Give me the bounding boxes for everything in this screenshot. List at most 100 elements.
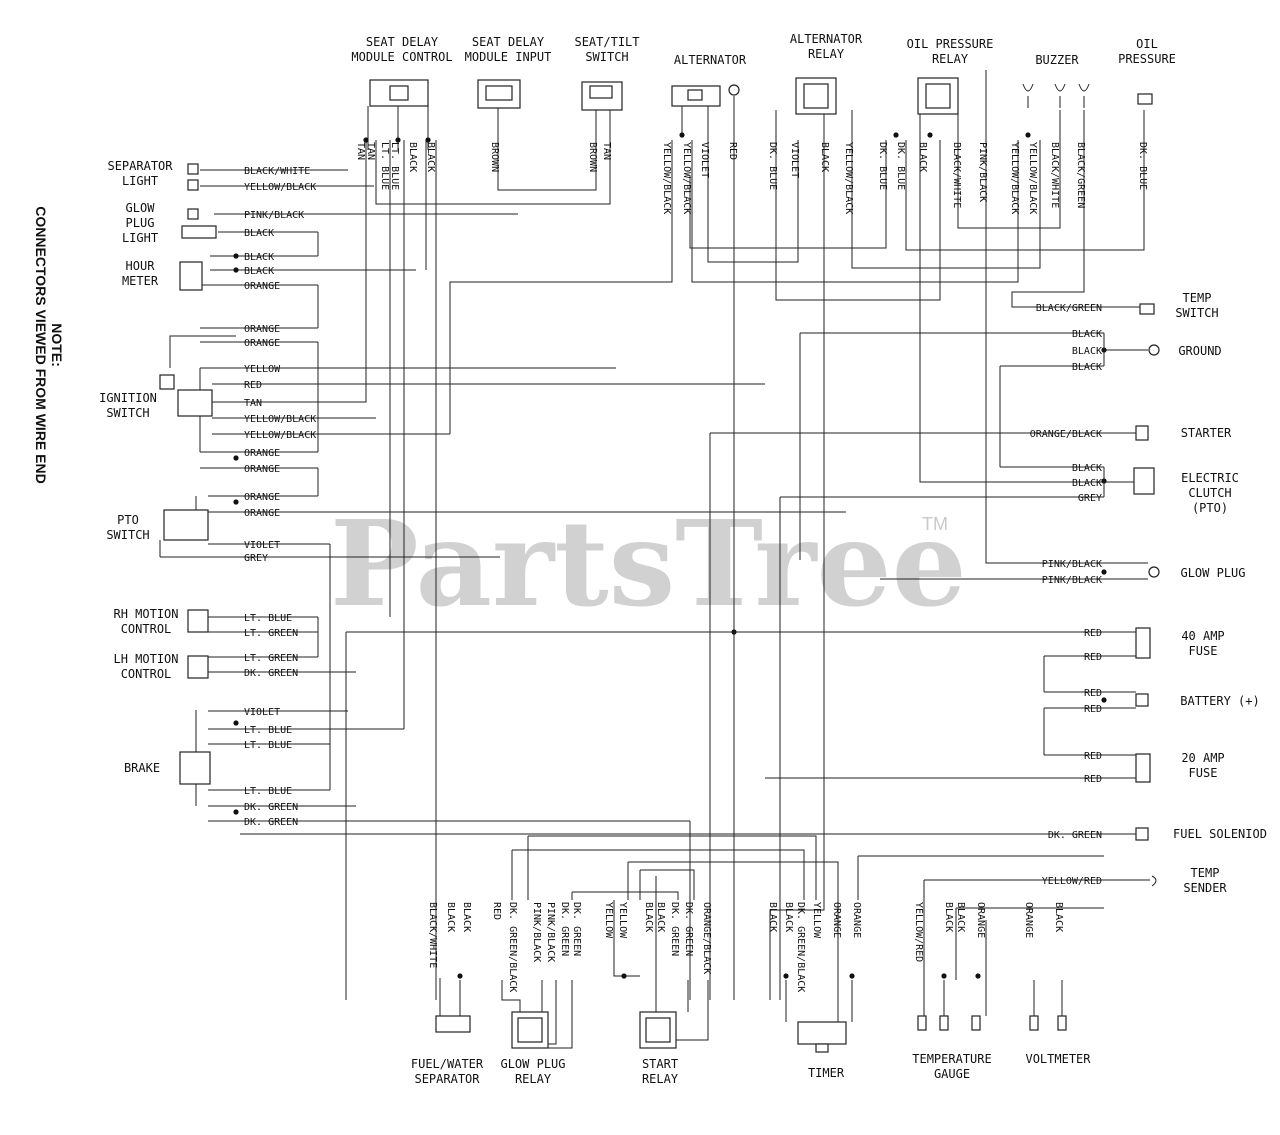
fuse-20-holder (1135, 753, 1151, 783)
ignition-switch-label: SWITCH (106, 406, 149, 420)
alternator-terminal (728, 84, 740, 96)
separator-light-connector (187, 163, 199, 175)
oil-pressure-label: OIL (1136, 37, 1158, 51)
fuse-40-holder (1135, 627, 1151, 659)
seat-tilt-switch-label: SWITCH (585, 50, 628, 64)
timer-tab (815, 1043, 829, 1053)
ground-label: GROUND (1178, 344, 1221, 358)
wire-label-top: YELLOW/BLACK (843, 142, 854, 214)
gauge-terminal (939, 1015, 949, 1031)
wire-label-top: LT. BLUE (379, 142, 390, 190)
glow-plug-terminal (1148, 566, 1160, 578)
wire-layer (159, 70, 1148, 1049)
wire-label-left: ORANGE (244, 324, 280, 335)
wire-label-top: BLACK/WHITE (1049, 142, 1060, 208)
wire-label-left: TAN (244, 398, 262, 409)
pto-switch-label: PTO (117, 513, 139, 527)
buzzer-label: BUZZER (1035, 53, 1079, 67)
splice-dot (975, 973, 981, 979)
connector-layer (159, 77, 1160, 1053)
wire-label-right: BLACK (1072, 478, 1102, 489)
wire (676, 980, 709, 1041)
ignition-switch-label: IGNITION (99, 391, 157, 405)
wire-label-right: RED (1084, 688, 1102, 699)
wire (851, 110, 1041, 269)
seat-delay-input-connector (477, 79, 521, 109)
wire-label-bottom: BLACK (655, 902, 666, 932)
lh-motion-control-label: LH MOTION (113, 652, 178, 666)
wire-label-left: LT. BLUE (244, 740, 292, 751)
wire-label-right: GREY (1078, 493, 1102, 504)
wire-label-top: BLACK (425, 142, 436, 172)
splice-dot (1025, 132, 1031, 138)
wire-label-left: DK. GREEN (244, 817, 298, 828)
wire-label-top: DK. BLUE (767, 142, 778, 190)
wire (707, 106, 799, 263)
wire-label-bottom: BLACK (955, 902, 966, 932)
lh-motion-control-label: CONTROL (121, 667, 172, 681)
wire-label-bottom: RED (491, 902, 502, 920)
wire-label-left: ORANGE (244, 508, 280, 519)
wire-label-top: TAN (365, 142, 376, 160)
wire (572, 891, 679, 900)
wire-label-right: RED (1084, 751, 1102, 762)
wire-label-left: ORANGE (244, 464, 280, 475)
buzzer-terminal (1022, 83, 1034, 92)
wire-label-left: BLACK/WHITE (244, 166, 310, 177)
wire-label-top: VIOLET (699, 142, 710, 178)
start-relay-pins (645, 1017, 671, 1043)
wire-label-right: ORANGE/BLACK (1030, 429, 1102, 440)
splice-dot (233, 720, 239, 726)
starter-connector (1135, 425, 1149, 441)
wire (689, 140, 887, 249)
splice-dot (1101, 697, 1107, 703)
splice-dot (783, 973, 789, 979)
wire-label-top: TAN (601, 142, 612, 160)
fuel-solenoid-connector (1135, 827, 1149, 841)
wire-label-left: BLACK (244, 252, 274, 263)
splice-dot (457, 973, 463, 979)
buzzer-terminal (1078, 83, 1090, 92)
seat-delay-input-plug (485, 85, 513, 101)
timer-label: TIMER (808, 1066, 845, 1080)
wire-label-left: ORANGE (244, 338, 280, 349)
wire-label-left: YELLOW/BLACK (244, 430, 316, 441)
glow-plug-light-connector (187, 208, 199, 220)
splice-dot (363, 137, 369, 143)
oil-pressure-relay-label: RELAY (932, 52, 969, 66)
wire-label-right: RED (1084, 774, 1102, 785)
wire-label-left: RED (244, 380, 262, 391)
wire-label-top: BROWN (489, 142, 500, 172)
wire-label-bottom: ORANGE (851, 902, 862, 938)
wire-label-top: RED (727, 142, 738, 160)
wire-label-left: ORANGE (244, 492, 280, 503)
wire (362, 175, 367, 403)
wire-label-bottom: BLACK (445, 902, 456, 932)
splice-dot (621, 973, 627, 979)
ground-terminal (1148, 344, 1160, 356)
note-title: NOTE: (49, 323, 65, 367)
glow-plug-light-label: LIGHT (122, 231, 158, 245)
fuel-solenoid-label: FUEL SOLENIOD (1173, 827, 1267, 841)
ignition-switch-connector (177, 389, 213, 417)
temperature-gauge-label: GAUGE (934, 1067, 970, 1081)
wire-label-left: LT. BLUE (244, 786, 292, 797)
pto-switch-connector (163, 509, 209, 541)
watermark-brand: PartsTree (330, 494, 967, 633)
timer-connector (797, 1021, 847, 1045)
wire-label-bottom: DK. GREEN (683, 902, 694, 956)
wire (985, 70, 1104, 564)
wire (528, 835, 817, 900)
splice-dot (233, 455, 239, 461)
wire-label-top: VIOLET (789, 142, 800, 178)
note-text: CONNECTORS VIEWED FROM WIRE END (33, 206, 49, 483)
oil-pressure-connector (1137, 93, 1153, 105)
wire-label-right: PINK/BLACK (1042, 559, 1102, 570)
fuel-water-separator-label: FUEL/WATER (411, 1057, 484, 1071)
wire-label-right: RED (1084, 652, 1102, 663)
battery-label: BATTERY (+) (1180, 694, 1259, 708)
watermark-tm: TM (922, 514, 948, 534)
temp-switch-connector (1139, 303, 1155, 315)
buzzer-terminal (1054, 83, 1066, 92)
